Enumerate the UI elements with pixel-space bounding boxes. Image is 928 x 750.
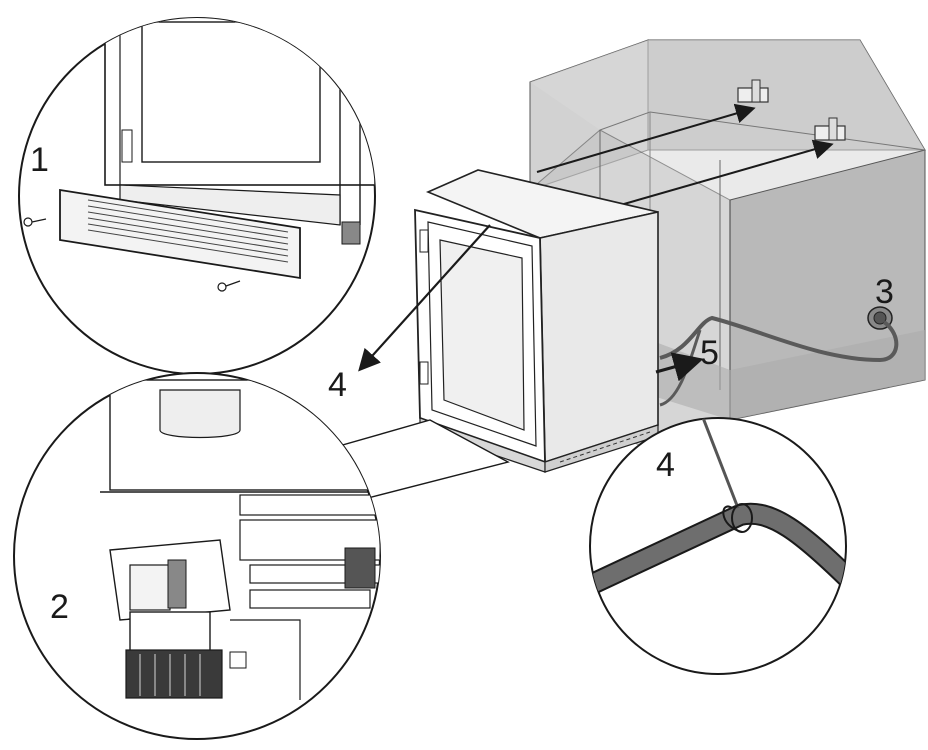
callout-1: 1 (30, 141, 49, 179)
screw-icon (217, 280, 241, 292)
mounting-bracket (737, 79, 769, 103)
callout-4-arrow: 4 (328, 366, 347, 404)
callout-4-detail: 4 (656, 446, 675, 484)
arrow-icon (655, 352, 704, 382)
detail-4-cord-tie (589, 417, 847, 675)
power-cord (659, 315, 899, 363)
anti-tip-wire (536, 103, 834, 211)
screw-icon (23, 217, 47, 227)
detail-2-leveling-legs (13, 372, 381, 740)
appliance (414, 169, 659, 473)
callout-5: 5 (700, 334, 719, 372)
arrow-icon (358, 224, 491, 372)
callout-3: 3 (875, 273, 894, 311)
mounting-bracket (814, 117, 846, 141)
detail-1-kickplate (18, 17, 376, 375)
callout-2: 2 (50, 588, 69, 626)
